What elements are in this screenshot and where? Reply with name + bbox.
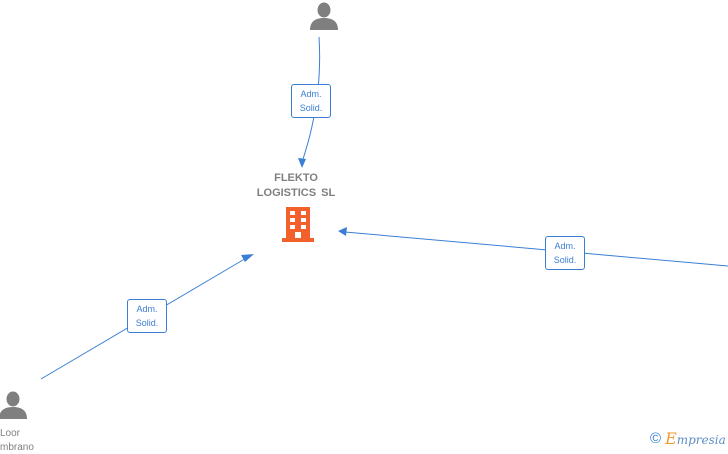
arrow-head-right	[338, 227, 347, 236]
role-label-line2: Solid.	[299, 103, 323, 113]
person-name-bottom-left[interactable]: Loor mbrano	[0, 427, 34, 454]
role-label-bottom-left[interactable]: Adm. Solid.	[127, 299, 167, 333]
edge-right-to-company	[344, 231, 728, 267]
brand-initial: E	[665, 428, 677, 448]
brand-logo: Empresia	[665, 428, 726, 449]
role-label-right[interactable]: Adm. Solid.	[545, 236, 585, 270]
person-name-line2: mbrano	[0, 442, 34, 453]
person-name-line1: Loor	[0, 428, 21, 439]
role-label-line1: Adm.	[136, 304, 158, 314]
arrow-head-top	[298, 158, 306, 168]
empresia-watermark[interactable]: © Empresia	[650, 429, 726, 449]
arrow-head-bottom-left	[241, 254, 254, 262]
company-name[interactable]: FLEKTO LOGISTICS SL	[236, 171, 356, 201]
company-name-line1: FLEKTO	[274, 172, 318, 184]
role-label-line1: Adm.	[554, 241, 576, 251]
copyright-icon: ©	[650, 430, 662, 447]
role-label-line2: Solid.	[553, 255, 577, 265]
role-label-line2: Solid.	[135, 318, 159, 328]
building-icon[interactable]	[282, 207, 314, 242]
role-label-line1: Adm.	[300, 89, 322, 99]
role-label-top[interactable]: Adm. Solid.	[291, 84, 331, 118]
person-icon[interactable]	[0, 390, 28, 420]
brand-rest: mpresia	[676, 432, 726, 447]
company-name-line2: LOGISTICS SL	[256, 187, 336, 199]
person-icon[interactable]	[309, 1, 339, 31]
